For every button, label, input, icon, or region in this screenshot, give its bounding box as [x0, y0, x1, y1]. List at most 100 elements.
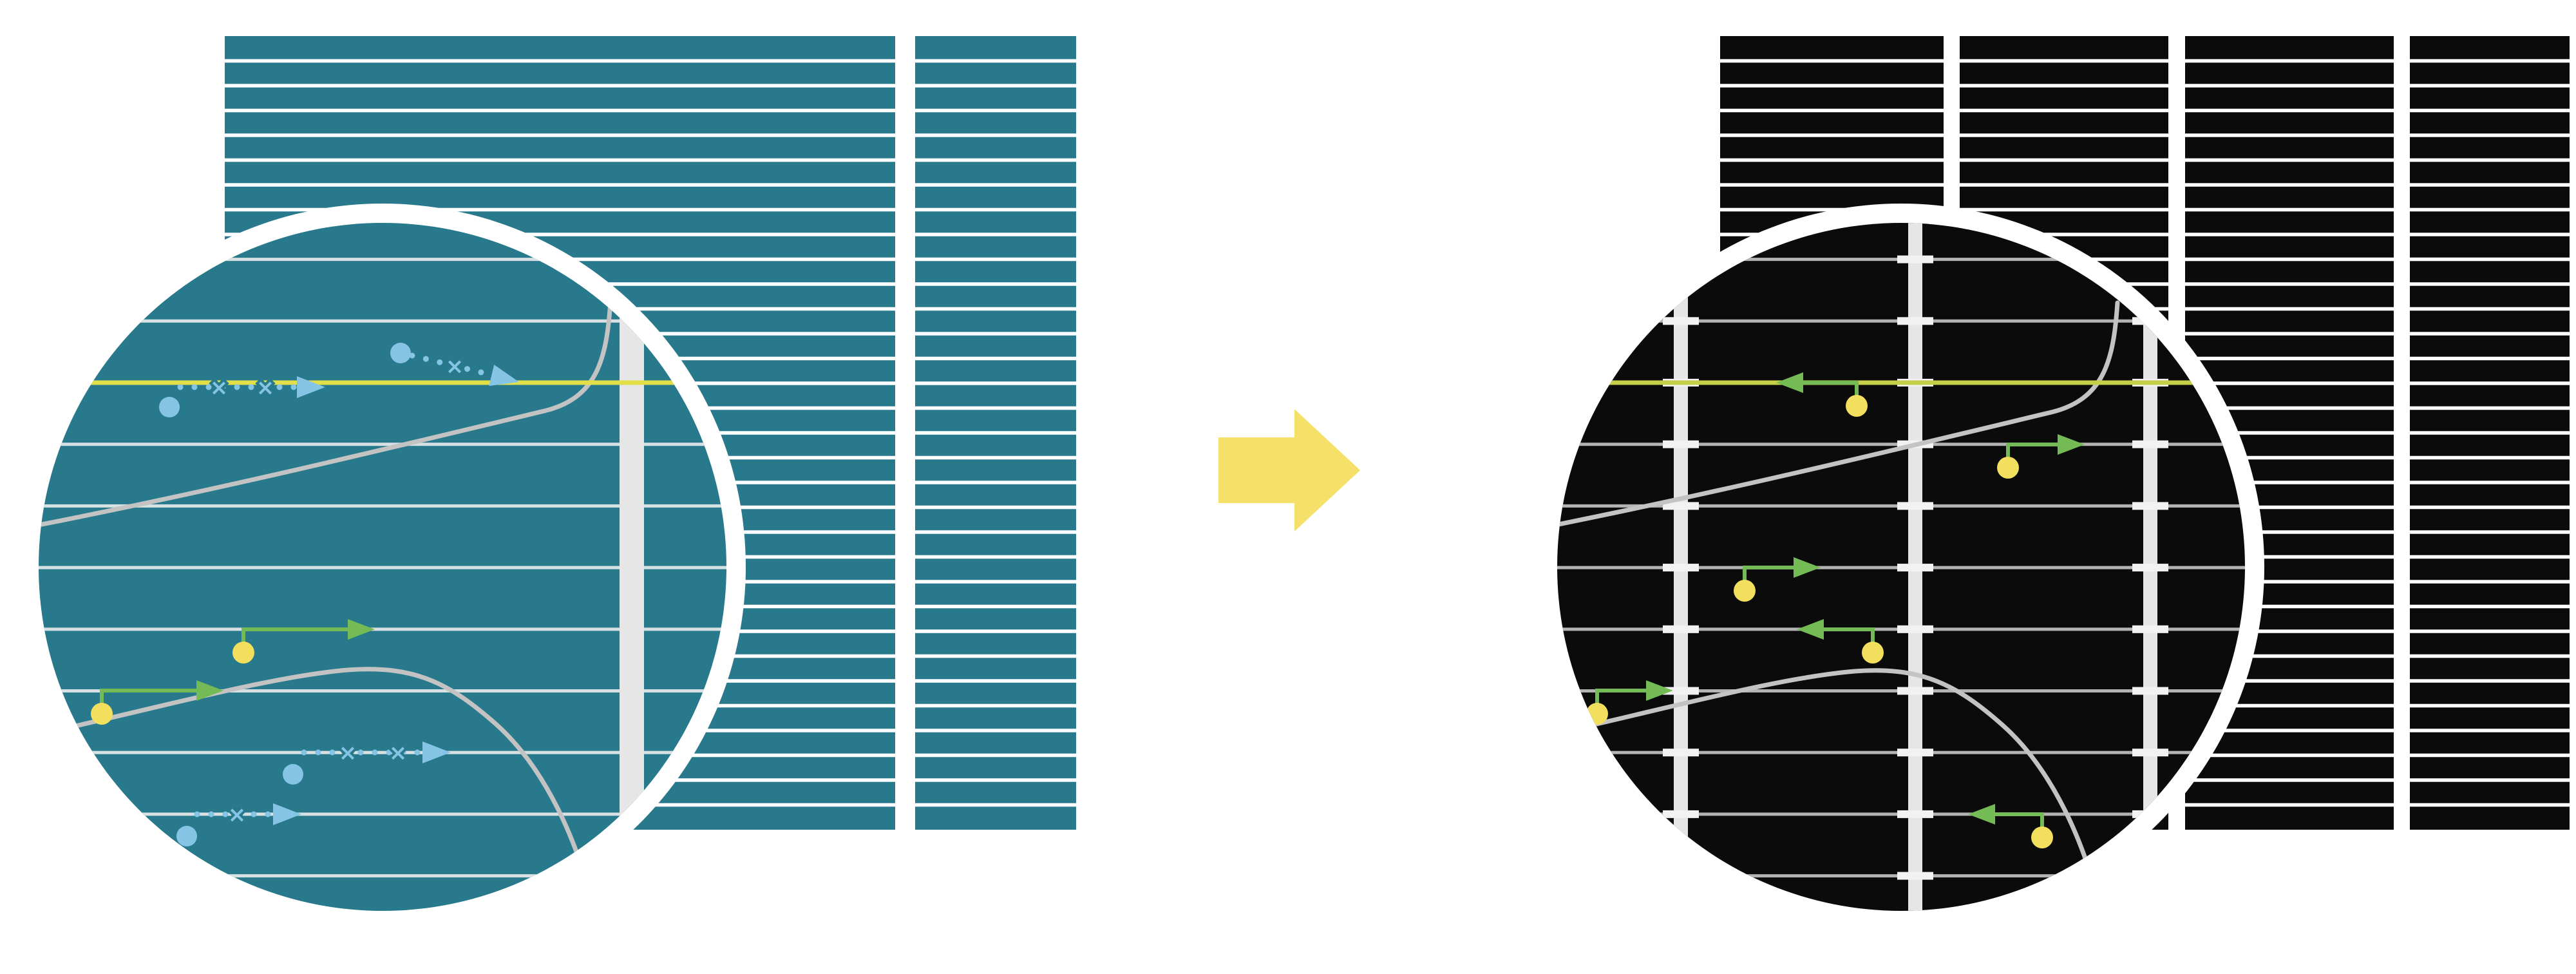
finger-line — [39, 812, 726, 816]
grain-boundary-line — [39, 299, 613, 528]
loss-mark-icon: × — [339, 740, 357, 766]
busbar-pad — [1897, 317, 1933, 325]
grain-boundary-line — [39, 667, 599, 911]
cell-stripe-line — [225, 257, 1076, 262]
carrier-dot — [1997, 457, 2019, 479]
cell-stripe-line — [1720, 233, 2570, 236]
busbar-pad — [1663, 687, 1699, 695]
finger-line — [39, 258, 726, 262]
electron-transport-path: ×× — [283, 738, 451, 785]
grain-boundary-line — [1557, 300, 2120, 530]
cell-stripe-line — [1720, 282, 2570, 286]
cell-stripe-line — [225, 307, 1076, 311]
cell-stripe-line — [225, 133, 1076, 137]
arrowhead-icon — [297, 376, 325, 398]
transform-arrow-icon — [1218, 409, 1360, 531]
busbar-pad — [1663, 872, 1699, 880]
arrowhead-icon — [196, 680, 223, 701]
carrier-collection-path — [1586, 680, 1673, 725]
arrowhead-icon — [422, 741, 451, 763]
loss-mark-icon: × — [210, 375, 229, 401]
busbar-pad — [1897, 625, 1933, 633]
finger-line — [39, 689, 726, 692]
loss-mark-icon: × — [446, 354, 464, 379]
carrier-collection-path — [1797, 619, 1884, 664]
busbar-pad — [2132, 625, 2168, 633]
arrowhead-icon — [273, 803, 301, 825]
cell-stripe-line — [1720, 108, 2570, 113]
busbar-pad — [2132, 440, 2168, 448]
right-magnifier-circle — [1538, 204, 2264, 930]
cell-stripe-line — [225, 183, 1076, 187]
electron-transport-path: ×× — [159, 372, 325, 417]
finger-line — [39, 443, 726, 446]
carrier-collection-path — [91, 680, 223, 725]
busbar-pad — [1663, 502, 1699, 510]
finger-line — [39, 504, 726, 508]
busbar-pad — [1897, 564, 1933, 572]
electron-dot — [390, 343, 411, 363]
busbar-pad — [1663, 749, 1699, 757]
busbar-pad — [1663, 625, 1699, 633]
cell-stripe-line — [225, 233, 1076, 236]
cell-stripe-line — [225, 59, 1076, 63]
carrier-dot — [1734, 580, 1756, 602]
cell-stripe-line — [1720, 84, 2570, 88]
cell-stripe-line — [1720, 257, 2570, 262]
magnifier-content: ×××××× — [39, 223, 726, 911]
electron-transport-path: × — [390, 343, 519, 387]
highlighted-finger-line — [39, 380, 726, 385]
arrowhead-icon — [489, 365, 519, 387]
arrowhead-icon — [1968, 804, 1995, 825]
carrier-dot — [2031, 826, 2053, 848]
electron-dotted-line — [409, 352, 500, 379]
arrowhead-icon — [348, 619, 375, 640]
loss-mark-icon: × — [389, 740, 408, 766]
finger-line — [39, 319, 726, 323]
arrowhead-icon — [2058, 434, 2085, 455]
left-magnifier-circle: ×××××× — [19, 204, 746, 930]
busbar-pad — [2132, 749, 2168, 757]
busbar-pad — [1663, 440, 1699, 448]
cell-stripe-line — [225, 158, 1076, 162]
arrowhead-icon — [1797, 619, 1824, 640]
busbar-pad — [2132, 502, 2168, 510]
arrowhead-icon — [1794, 557, 1821, 578]
magnifier-content — [1557, 223, 2245, 911]
highlighted-finger-line — [1557, 380, 2245, 385]
finger-line — [39, 627, 726, 631]
busbar-pad — [1897, 502, 1933, 510]
finger-line — [39, 566, 726, 569]
electron-dot — [176, 826, 197, 846]
carrier-collection-path — [232, 619, 375, 664]
finger-line — [39, 874, 726, 878]
busbar-pad — [1897, 255, 1933, 263]
carrier-dot — [232, 642, 254, 664]
arrowhead-icon — [1776, 372, 1803, 393]
cell-stripe-line — [1720, 59, 2570, 63]
carrier-collection-path — [1997, 434, 2085, 479]
busbar-pad — [1897, 872, 1933, 880]
busbar-pad — [1663, 810, 1699, 818]
electron-dot — [283, 764, 303, 785]
carrier-collection-path — [1734, 557, 1821, 602]
grain-boundary-line — [1557, 668, 2106, 911]
busbar-pad — [2132, 687, 2168, 695]
busbar-pad — [1663, 317, 1699, 325]
electron-transport-path: × — [176, 799, 301, 846]
cell-stripe-line — [225, 84, 1076, 88]
cell-stripe-line — [1720, 183, 2570, 187]
busbar-pad — [2132, 872, 2168, 880]
busbar-pad — [1897, 810, 1933, 818]
carrier-collection-path — [1776, 372, 1868, 417]
cell-stripe-line — [1720, 158, 2570, 162]
cell-stripe-line — [225, 282, 1076, 286]
transform-arrow-shape — [1218, 409, 1360, 531]
carrier-dot — [91, 703, 113, 725]
carrier-dot — [1846, 395, 1868, 417]
cell-stripe-line — [1720, 133, 2570, 137]
busbar-pad — [1897, 687, 1933, 695]
cell-stripe-line — [1720, 207, 2570, 212]
